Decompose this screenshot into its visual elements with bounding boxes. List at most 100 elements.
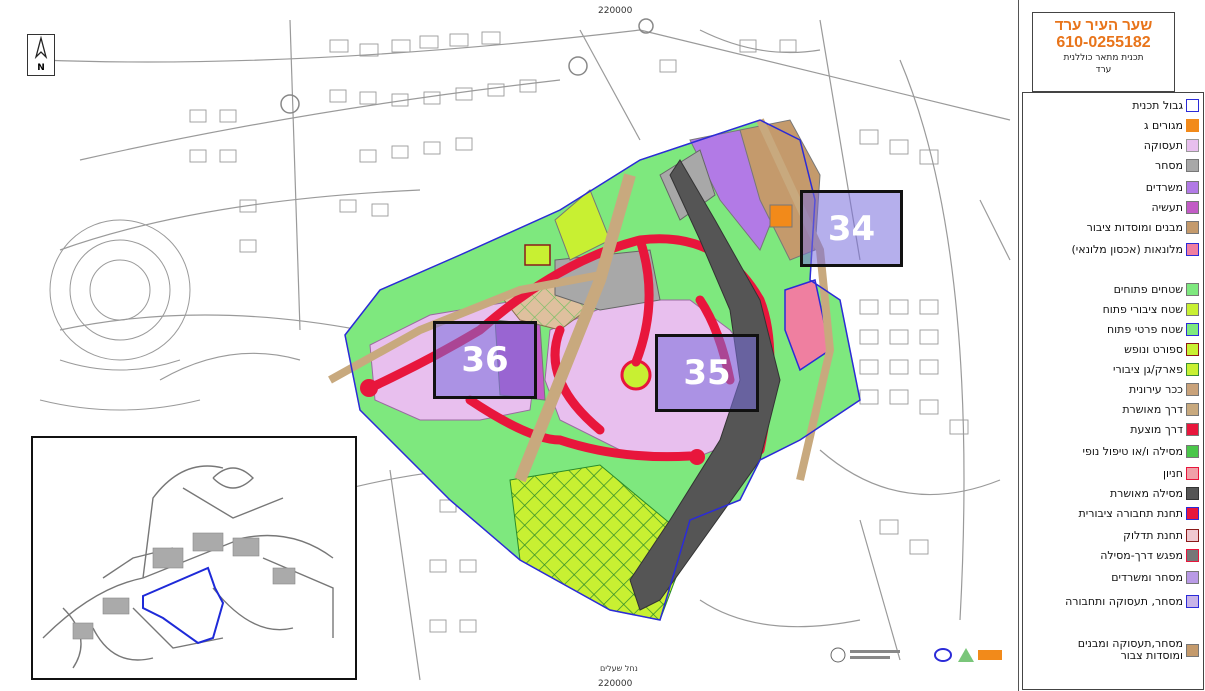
legend-label: שטח ציבורי פתוח xyxy=(1102,302,1183,316)
legend-swatch-icon xyxy=(1186,549,1199,562)
legend-swatch-icon xyxy=(1186,343,1199,356)
legend-label: חניון xyxy=(1162,466,1183,480)
legend-swatch-icon xyxy=(1186,283,1199,296)
legend-swatch-icon xyxy=(1186,487,1199,500)
legend-item: דרך מאושרת xyxy=(1122,403,1199,416)
plan-name: שער העיר ערד xyxy=(1054,17,1153,34)
legend-label: גבול תכנית xyxy=(1132,98,1183,112)
legend-item: ככר עירונית xyxy=(1129,383,1199,396)
hotels-zone xyxy=(784,279,831,372)
legend-label: מסילה ו/או טיפול נופי xyxy=(1082,444,1184,458)
legend-label: דרך מאושרת xyxy=(1122,402,1183,416)
legend-label: תעשיה xyxy=(1151,200,1183,214)
legend-item: שטח ציבורי פתוח xyxy=(1103,303,1199,316)
approved-road-west xyxy=(328,271,601,384)
legend-swatch-icon xyxy=(1186,445,1199,458)
locator-inset-map xyxy=(31,436,357,680)
legend-swatch-icon xyxy=(1186,595,1199,608)
legend-swatch-icon xyxy=(1186,99,1199,112)
legend-item: מסחר,תעסוקה ומבנים ומוסדות צבור xyxy=(1043,638,1199,662)
legend-label: שטח פרטי פתוח xyxy=(1106,322,1183,336)
legend-label: מסחר,תעסוקה ומבנים ומוסדות צבור xyxy=(1077,637,1183,662)
legend-label: דרך מוצעת xyxy=(1130,422,1183,436)
legend-swatch-icon xyxy=(1186,181,1199,194)
legend-swatch-icon xyxy=(1186,201,1199,214)
legend-item: מסחר, תעסוקה ותחבורה xyxy=(1043,595,1199,608)
legend-swatch-icon xyxy=(1186,221,1199,234)
approved-road-east xyxy=(756,118,835,481)
callout-35[interactable]: 35 xyxy=(655,334,759,412)
plan-number: 610-0255182 xyxy=(1056,34,1151,51)
legend-label: ספורט ונופש xyxy=(1124,342,1183,356)
legend-item: מבנים ומוסדות ציבור xyxy=(1087,221,1199,234)
legend-label: מסחר ומשרדים xyxy=(1111,570,1183,584)
legend-item: מסילה מאושרת xyxy=(1110,487,1199,500)
legend-item: גבול תכנית xyxy=(1132,99,1199,112)
legend-label: מסילה מאושרת xyxy=(1109,486,1183,500)
legend-item: מגורים ג xyxy=(1144,119,1199,132)
legend-label: תחנת תדלוק xyxy=(1123,528,1183,542)
roundabouts xyxy=(280,18,654,114)
legend-swatch-icon xyxy=(1186,403,1199,416)
legend-swatch-icon xyxy=(1186,323,1199,336)
plan-title-box: שער העיר ערד 610-0255182 תכנית מתאר כולל… xyxy=(1032,12,1175,92)
legend-item: פארק/גן ציבורי xyxy=(1113,363,1199,376)
place-label: נחל שעלים xyxy=(600,664,638,673)
legend-item: מלונאות (אכסון מלונאי) xyxy=(1071,243,1199,256)
north-arrow-icon: N xyxy=(27,34,55,76)
callout-34[interactable]: 34 xyxy=(800,190,903,267)
legend-swatch-icon xyxy=(1186,423,1199,436)
legend-label: מסחר, תעסוקה ותחבורה xyxy=(1065,594,1183,608)
legend-swatch-icon xyxy=(1186,467,1199,480)
land-use-map[interactable]: 220000 220000 נחל שעלים N 34 35 36 xyxy=(0,0,1019,691)
legend-swatch-icon xyxy=(1186,529,1199,542)
legend-swatch-icon xyxy=(1186,571,1199,584)
north-label: N xyxy=(37,63,45,73)
legend-swatch-icon xyxy=(1186,159,1199,172)
legend-item: מפגש דרך-מסילה xyxy=(1100,549,1199,562)
plan-boundary xyxy=(344,119,861,621)
callout-36[interactable]: 36 xyxy=(433,321,537,399)
plan-subtitle: תכנית מתאר כוללנית xyxy=(1063,53,1144,63)
legend-label: פארק/גן ציבורי xyxy=(1113,362,1183,376)
grid-label-bottom: 220000 xyxy=(598,679,633,689)
agency-logos xyxy=(828,640,1008,670)
cul-de-sac-neighborhood xyxy=(39,219,201,411)
legend-item: מסילה ו/או טיפול נופי xyxy=(1082,444,1199,458)
legend-item: דרך מוצעת xyxy=(1130,423,1199,436)
legend-label: תעסוקה xyxy=(1143,138,1183,152)
legend-item: משרדים xyxy=(1146,181,1199,194)
legend-item: מסחר xyxy=(1155,159,1199,172)
legend-swatch-icon xyxy=(1186,643,1199,657)
map-legend: גבול תכנית מגורים ג תעסוקה מסחר משרדים תעשיה מ… xyxy=(1022,92,1204,690)
approved-road-diagonal xyxy=(514,173,636,483)
legend-item: ספורט ונופש xyxy=(1124,343,1199,356)
legend-label: מלונאות (אכסון מלונאי) xyxy=(1071,242,1183,256)
legend-swatch-icon xyxy=(1186,139,1199,152)
plan-city: ערד xyxy=(1095,65,1112,75)
inset-plan-outline xyxy=(142,566,225,645)
street-network xyxy=(39,19,1011,681)
grid-label-top: 220000 xyxy=(598,6,633,16)
legend-label: מבנים ומוסדות ציבור xyxy=(1086,220,1183,234)
legend-item: שטח פרטי פתוח xyxy=(1107,323,1199,336)
housing-c xyxy=(769,204,793,228)
sports-area xyxy=(524,244,551,266)
legend-item: תחנת תדלוק xyxy=(1123,529,1199,542)
legend-swatch-icon xyxy=(1186,507,1199,520)
plan-area xyxy=(328,118,861,621)
legend-item: מסחר ומשרדים xyxy=(1111,571,1199,584)
legend-swatch-icon xyxy=(1186,383,1199,396)
legend-swatch-icon xyxy=(1186,303,1199,316)
approved-railway xyxy=(629,159,781,611)
legend-item: תעסוקה xyxy=(1144,139,1199,152)
building-blocks xyxy=(189,31,969,633)
legend-item: תעשיה xyxy=(1151,201,1199,214)
legend-label: ככר עירונית xyxy=(1129,382,1183,396)
legend-swatch-icon xyxy=(1186,363,1199,376)
legend-label: מגורים ג xyxy=(1144,118,1183,132)
legend-item: חניון xyxy=(1163,467,1199,480)
legend-label: משרדים xyxy=(1145,180,1183,194)
inset-canvas xyxy=(42,465,334,669)
legend-swatch-icon xyxy=(1186,243,1199,256)
